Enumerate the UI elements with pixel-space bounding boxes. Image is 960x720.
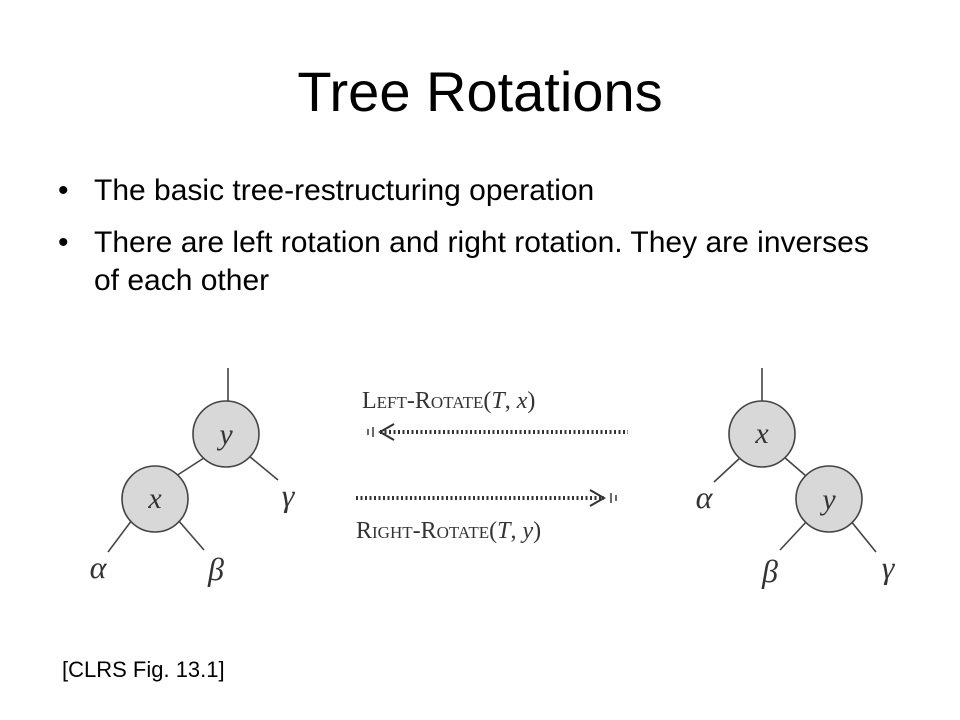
left-tree-edge-x-beta (177, 519, 205, 551)
right-rotate-arrow (356, 489, 617, 507)
bullet-marker: • (58, 226, 69, 259)
left-tree-root-label: y (216, 418, 233, 451)
left-tree-leaf-beta: β (207, 551, 224, 587)
right-tree-edge-x-alpha (713, 456, 742, 483)
right-tree-root-node: x (728, 400, 796, 468)
bullet-item: • The basic tree-restructuring operation (58, 172, 888, 210)
slide-title: Tree Rotations (297, 60, 663, 123)
bullet-list: • The basic tree-restructuring operation… (58, 172, 888, 314)
left-tree: y x α β γ (90, 368, 296, 587)
bullet-text: The basic tree-restructuring operation (94, 174, 595, 207)
right-tree-edge-y-gamma (849, 519, 877, 553)
bullet-text: There are left rotation and right rotati… (94, 226, 869, 297)
left-tree-child-node: x (121, 465, 189, 533)
right-rotate-label: RIGHT-ROTATE(T, y) (356, 518, 541, 544)
left-tree-edge-y-x (175, 455, 208, 477)
bullet-item: • There are left rotation and right rota… (58, 224, 888, 300)
rotation-operations: LEFT-ROTATE(T, x) RIGHT-ROTATE(T, y) (356, 388, 628, 544)
left-tree-edge-y-gamma (248, 455, 279, 481)
left-tree-child-label: x (147, 482, 162, 515)
right-tree-edge-x-y (783, 456, 807, 477)
bullet-marker: • (58, 174, 69, 207)
right-tree: x y α β γ (696, 368, 896, 589)
right-tree-child-label: y (819, 483, 836, 516)
left-rotate-arrow (367, 423, 628, 441)
right-tree-edge-y-beta (779, 519, 809, 551)
left-tree-leaf-alpha: α (90, 549, 108, 585)
right-tree-leaf-beta: β (761, 553, 778, 589)
left-tree-root-node: y (192, 400, 260, 468)
left-tree-edge-x-alpha (107, 519, 133, 553)
left-rotate-label: LEFT-ROTATE(T, x) (362, 388, 535, 414)
right-tree-root-label: x (754, 417, 769, 450)
right-tree-child-node: y (795, 465, 863, 533)
figure-caption: [CLRS Fig. 13.1] (62, 657, 225, 682)
right-tree-leaf-alpha: α (696, 479, 714, 515)
left-tree-leaf-gamma: γ (282, 477, 296, 513)
right-tree-leaf-gamma: γ (882, 549, 896, 585)
rotation-diagram: y x α β γ LEFT-ROTATE(T, x) RIGHT-ROTATE… (90, 368, 896, 589)
